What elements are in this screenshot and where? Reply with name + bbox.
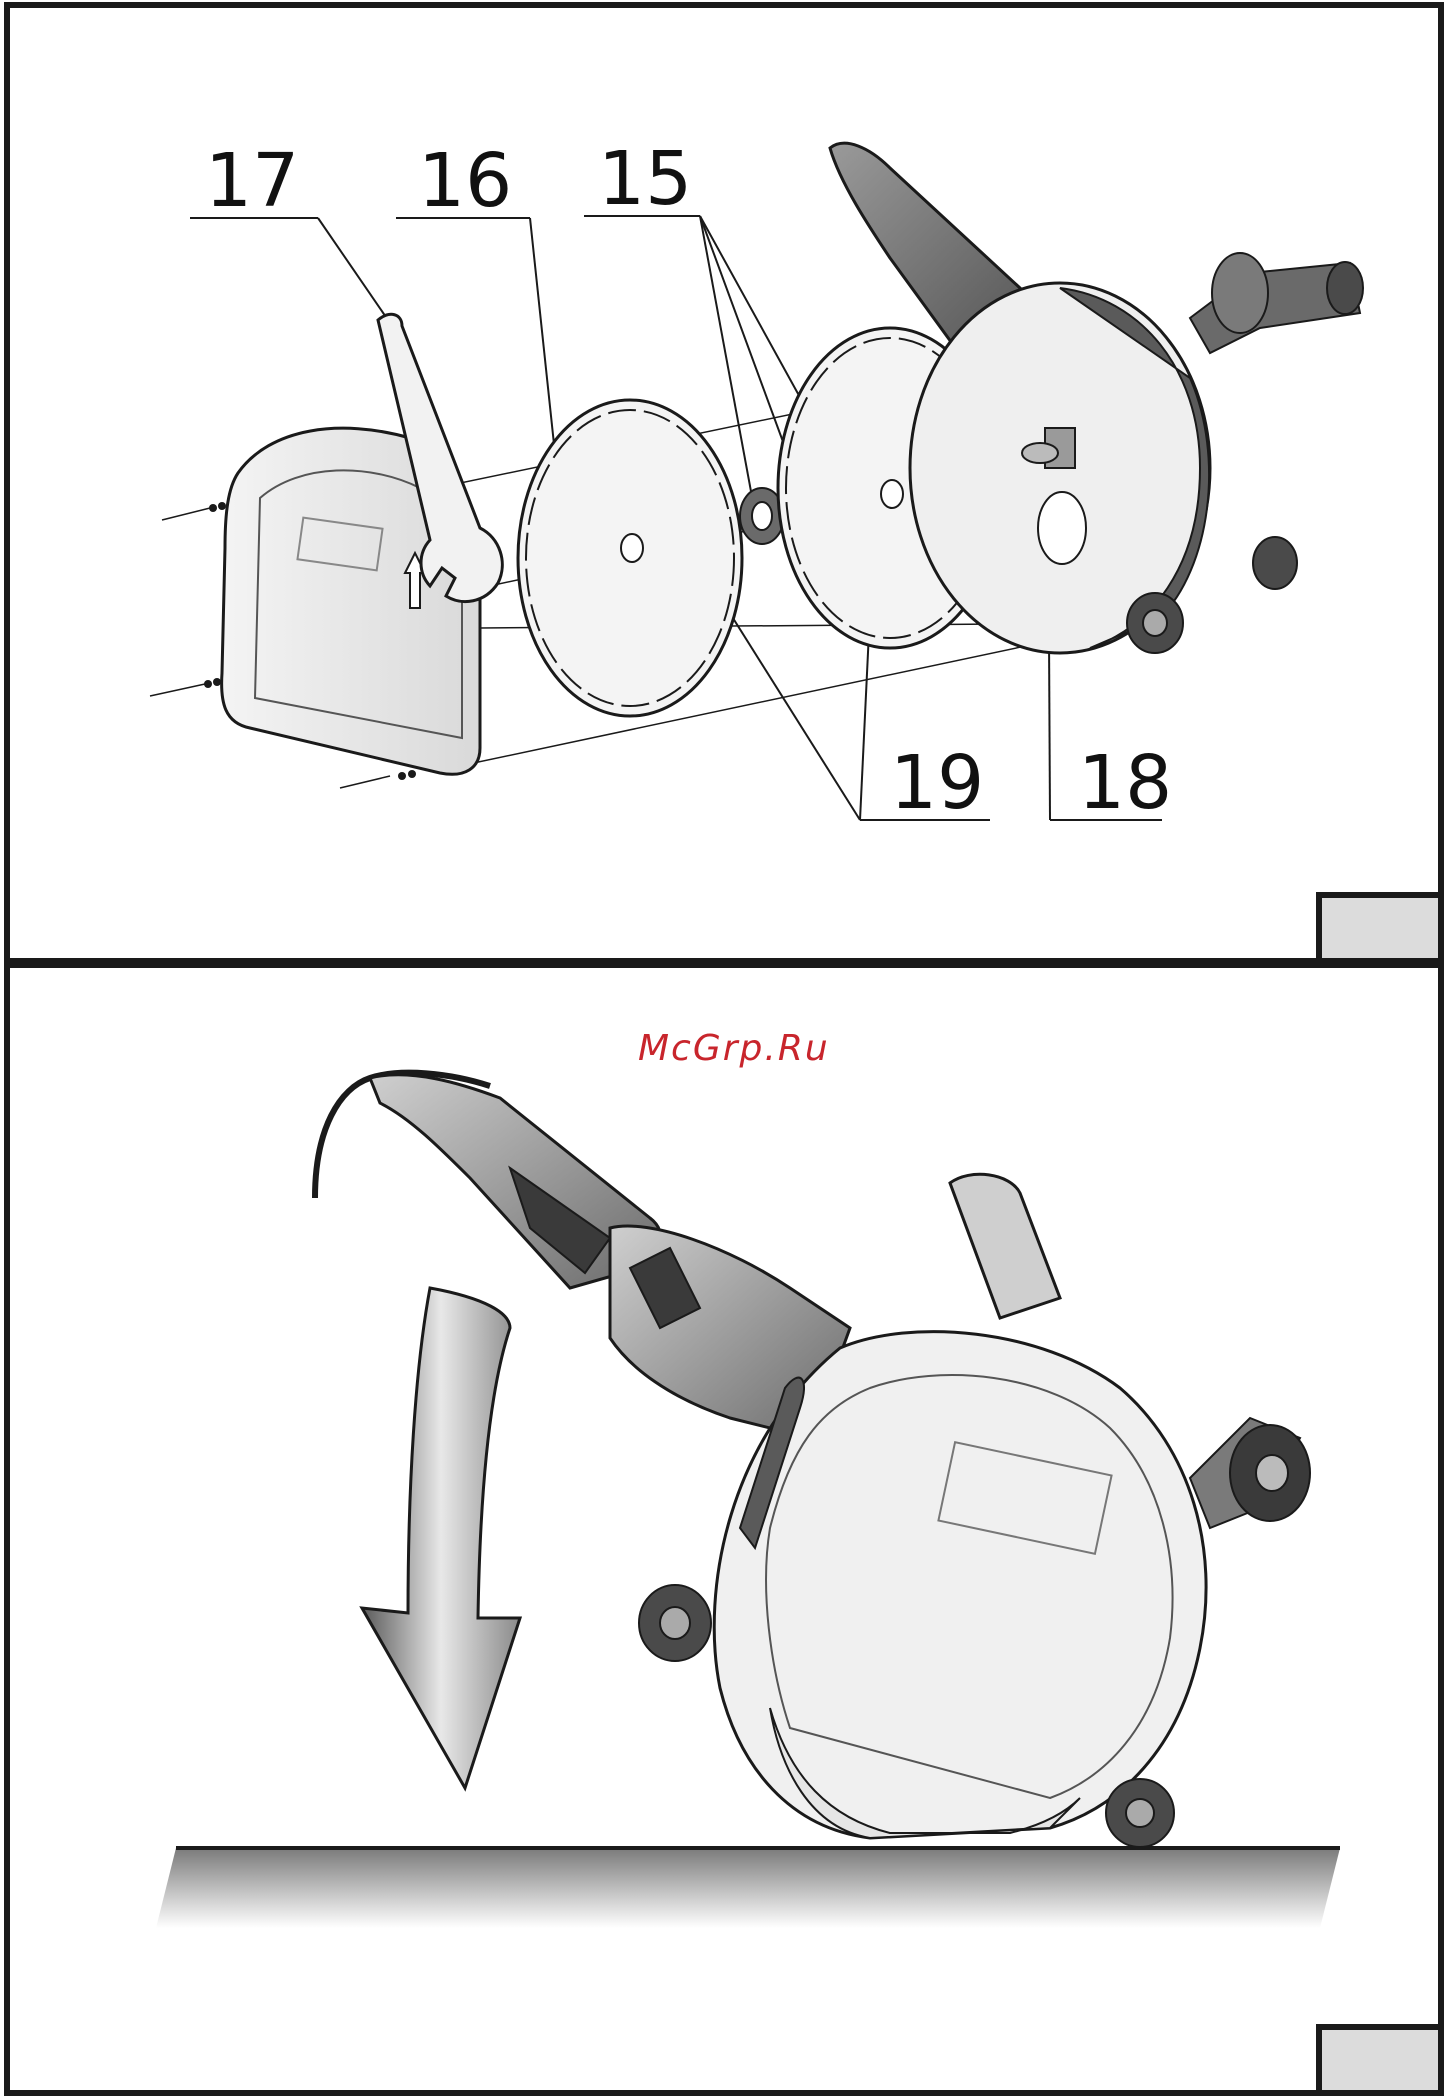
callout-16: 16 [418,144,512,218]
operation-view-panel: McGrp.Ru [4,964,1444,2096]
wall-chaser-machine [370,1075,1310,1847]
callout-15: 15 [598,142,692,216]
callout-18: 18 [1078,746,1172,820]
callout-19: 19 [890,746,984,820]
callout-17: 17 [205,144,299,218]
diamond-blade-front [518,400,742,716]
operation-drawing [10,968,1444,2096]
floor-surface [156,1848,1340,1928]
exploded-view-panel: 17 16 15 19 18 [4,2,1444,964]
page-corner-box-bottom [1316,2024,1444,2096]
rotation-arrow-icon [362,1288,520,1788]
page-corner-box-top [1316,892,1444,964]
